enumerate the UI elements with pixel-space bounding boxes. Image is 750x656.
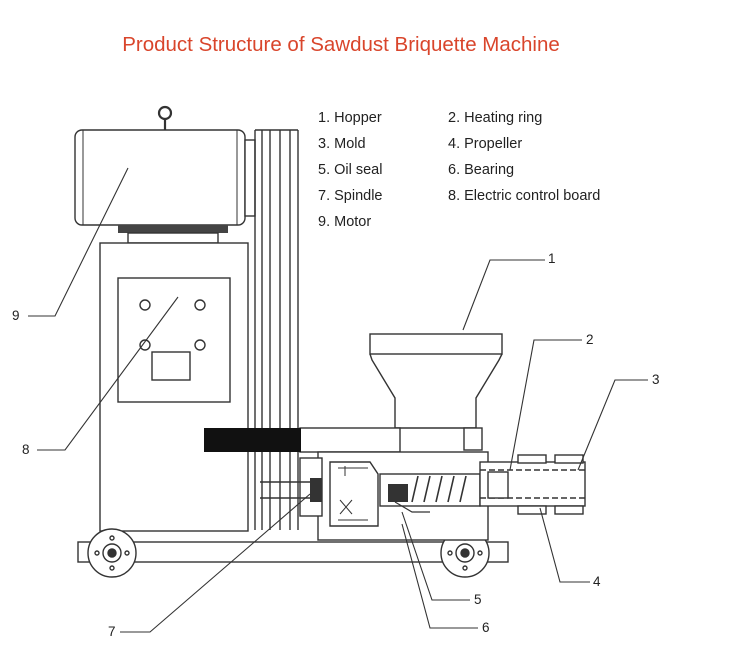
callout-4: 4	[593, 574, 601, 589]
diagram-title: Product Structure of Sawdust Briquette M…	[122, 33, 560, 56]
left-wheel-shape	[87, 528, 137, 578]
callout-7: 7	[108, 624, 116, 639]
legend-item-oil-seal: 5. Oil seal	[318, 162, 383, 178]
hopper-shape	[369, 333, 503, 429]
callout-6: 6	[482, 620, 490, 635]
callout-5: 5	[474, 592, 482, 607]
legend-item-motor: 9. Motor	[318, 214, 372, 230]
mold-shape	[479, 454, 586, 515]
callout-3: 3	[652, 372, 660, 387]
motor-shape	[74, 105, 256, 244]
legend-item-spindle: 7. Spindle	[318, 188, 383, 204]
propeller-shape	[379, 473, 481, 513]
cabinet-shape	[99, 242, 249, 532]
legend-item-heating-ring: 2. Heating ring	[448, 110, 543, 126]
legend-item-bearing: 6. Bearing	[448, 162, 515, 178]
spindle-shape	[260, 478, 322, 502]
label-block	[204, 428, 301, 452]
callout-1: 1	[548, 251, 556, 266]
belt-column-shape	[254, 129, 299, 530]
legend-item-electric-control-board: 8. Electric control board	[448, 188, 601, 204]
legend-item-mold: 3. Mold	[318, 136, 366, 152]
legend-item-propeller: 4. Propeller	[448, 136, 523, 152]
legend-item-hopper: 1. Hopper	[318, 110, 382, 126]
callout-leaders	[28, 167, 648, 633]
callout-9: 9	[12, 308, 20, 323]
callout-8: 8	[22, 442, 30, 457]
callout-2: 2	[586, 332, 594, 347]
